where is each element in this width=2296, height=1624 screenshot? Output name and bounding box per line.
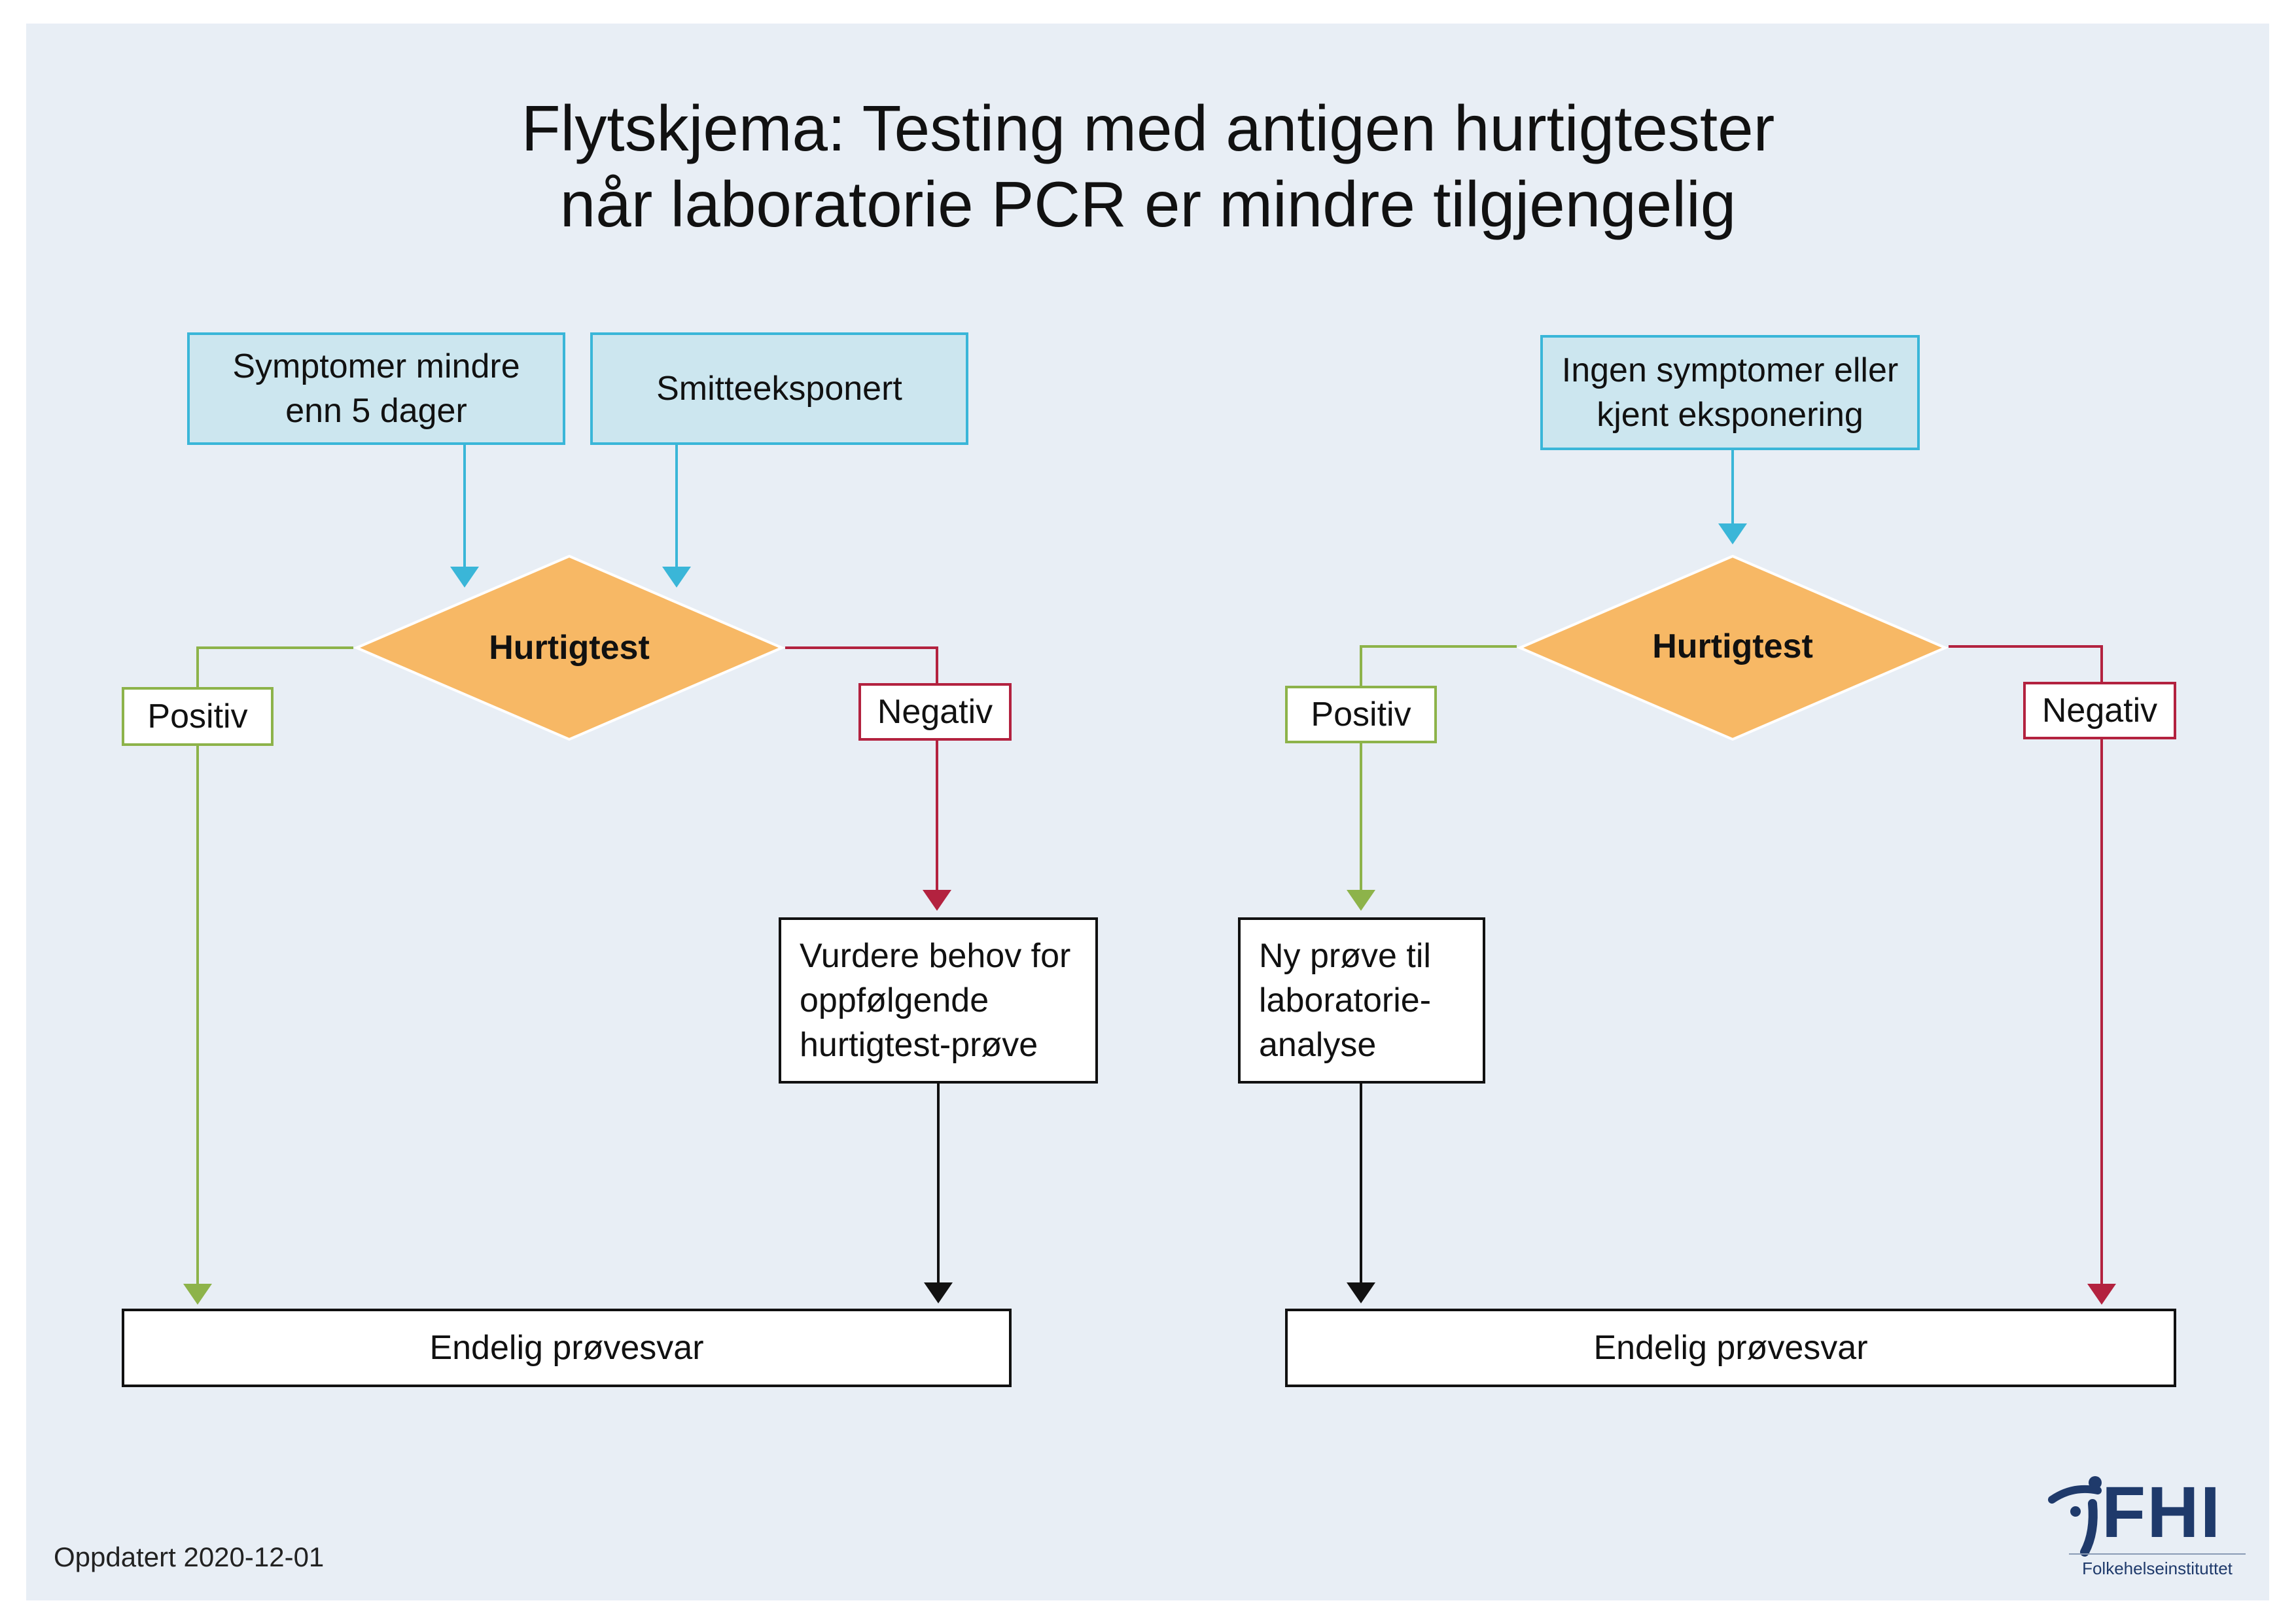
arrowhead-left-negative xyxy=(923,890,951,911)
right-positive-label: Positiv xyxy=(1285,686,1437,743)
left-negative-step: Vurdere behov for oppfølgende hurtigtest… xyxy=(779,917,1098,1084)
updated-date: Oppdatert 2020-12-01 xyxy=(54,1542,325,1572)
title-line-1: Flytskjema: Testing med antigen hurtigte… xyxy=(521,92,1775,164)
left-input-symptoms-line2: enn 5 dager xyxy=(285,392,467,430)
arrowhead-right-positive xyxy=(1347,890,1375,911)
arrowhead-left-step xyxy=(924,1282,953,1303)
left-negative-step-line3: hurtigtest-prøve xyxy=(800,1026,1038,1064)
right-decision-label: Hurtigtest xyxy=(1652,627,1813,665)
right-input-line2: kjent eksponering xyxy=(1597,396,1863,434)
right-result-box: Endelig prøvesvar xyxy=(1285,1309,2176,1387)
left-input-exposed-label: Smitteeksponert xyxy=(656,370,902,408)
right-positive-step-line3: analyse xyxy=(1259,1026,1377,1064)
left-positive-label: Positiv xyxy=(122,687,274,746)
title-line-2: når laboratorie PCR er mindre tilgjengel… xyxy=(559,168,1737,240)
arrowhead-right-step xyxy=(1347,1282,1375,1303)
right-input-no-symptoms: Ingen symptomer eller kjent eksponering xyxy=(1540,335,1920,450)
left-negative-connector xyxy=(785,646,938,894)
right-decision-diamond xyxy=(1516,554,1949,741)
right-negative-label: Negativ xyxy=(2023,682,2176,739)
left-input-exposed: Smitteeksponert xyxy=(590,332,968,445)
left-negative-step-line1: Vurdere behov for xyxy=(800,937,1071,975)
right-positive-step-line2: laboratorie- xyxy=(1259,981,1432,1019)
arrowhead-right-input xyxy=(1718,523,1747,544)
left-input-symptoms-line1: Symptomer mindre xyxy=(232,347,520,385)
arrowhead-input1 xyxy=(450,567,479,588)
right-negative-connector xyxy=(1949,645,2103,1286)
right-input-line1: Ingen symptomer eller xyxy=(1561,351,1899,389)
fhi-wordmark: FHI xyxy=(2102,1472,2222,1553)
left-decision-diamond xyxy=(353,554,786,741)
left-positive-connector xyxy=(196,646,353,1286)
right-positive-step-line1: Ny prøve til xyxy=(1259,937,1431,975)
left-input-symptoms: Symptomer mindre enn 5 dager xyxy=(187,332,565,445)
right-positive-step: Ny prøve til laboratorie- analyse xyxy=(1238,917,1485,1084)
left-negative-label: Negativ xyxy=(858,683,1012,741)
fhi-logo: FHI Folkehelseinstituttet xyxy=(2047,1472,2246,1579)
arrowhead-right-negative xyxy=(2087,1284,2116,1305)
arrowhead-input2 xyxy=(662,567,691,588)
left-negative-step-line2: oppfølgende xyxy=(800,981,989,1019)
left-decision-label: Hurtigtest xyxy=(489,629,650,667)
left-result-box: Endelig prøvesvar xyxy=(122,1309,1012,1387)
fhi-subtitle: Folkehelseinstituttet xyxy=(2069,1553,2246,1579)
arrowhead-left-positive xyxy=(183,1284,212,1305)
right-positive-connector xyxy=(1360,645,1517,894)
fhi-logo-mark xyxy=(2048,1476,2102,1557)
